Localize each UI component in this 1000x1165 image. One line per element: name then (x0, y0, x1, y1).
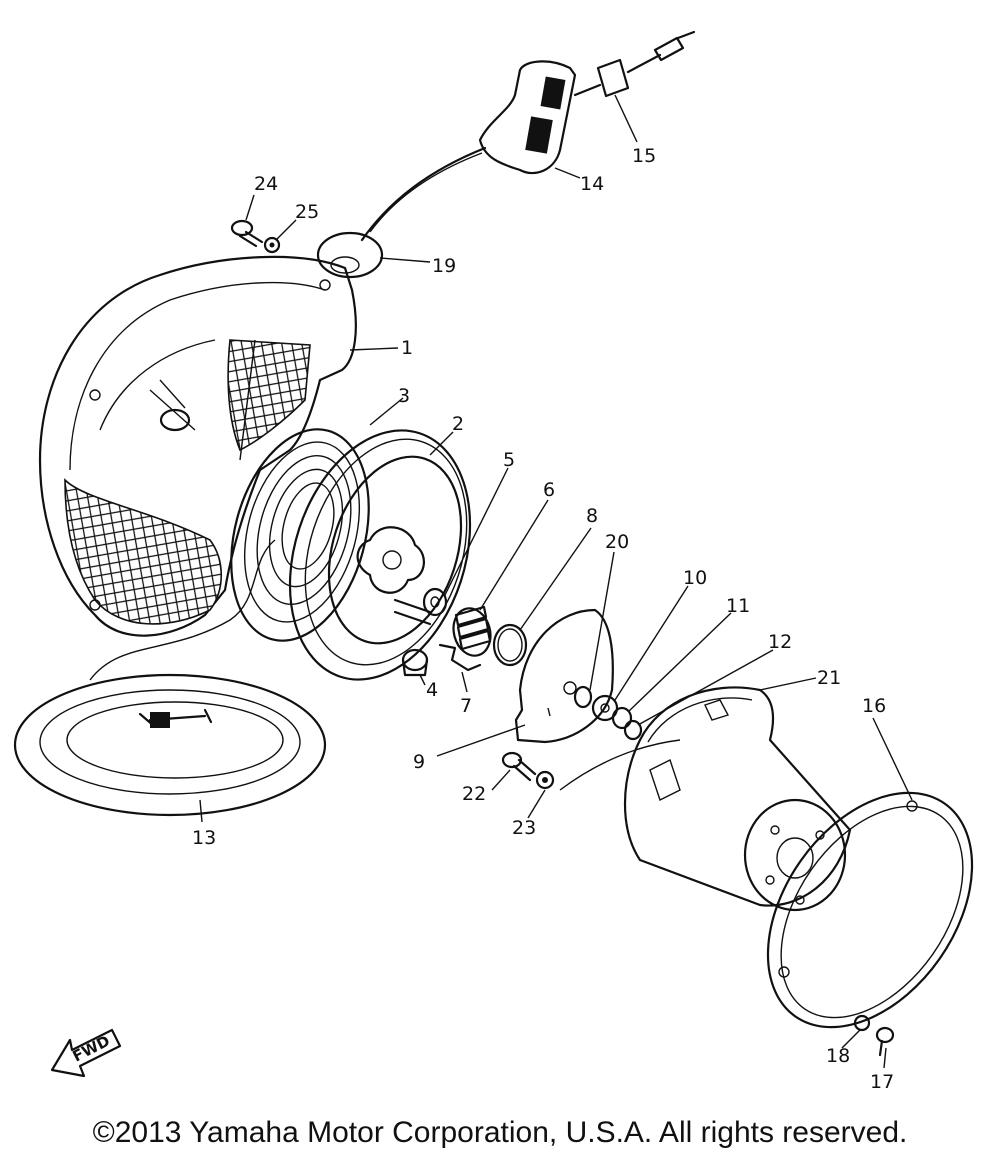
callout-25: 25 (295, 201, 319, 223)
sheave-drum (288, 429, 472, 681)
callout-20: 20 (605, 531, 629, 553)
spring-clip-7 (438, 643, 482, 672)
callout-18: 18 (826, 1045, 850, 1067)
cover-ring (766, 791, 974, 1029)
callout-labels: 1 2 3 4 5 6 7 8 9 10 11 12 13 14 15 16 1… (192, 145, 894, 1093)
washer-10 (591, 694, 619, 722)
callout-1: 1 (401, 337, 413, 359)
washer-12 (623, 719, 643, 741)
pawl (401, 648, 429, 677)
o-ring-8 (492, 623, 528, 667)
drive-plate (514, 608, 614, 744)
callout-10: 10 (683, 567, 707, 589)
starter-cord-coil (13, 539, 327, 817)
exploded-parts-diagram: 1 2 3 4 5 6 7 8 9 10 11 12 13 14 15 16 1… (13, 30, 974, 1093)
leader-lines (199, 94, 913, 1069)
callout-22: 22 (462, 783, 486, 805)
callout-14: 14 (580, 173, 604, 195)
bolt-24 (230, 219, 264, 248)
callout-6: 6 (543, 479, 555, 501)
callout-8: 8 (586, 505, 598, 527)
callout-5: 5 (503, 449, 515, 471)
washer-5 (422, 587, 448, 617)
grommet-19 (316, 231, 384, 279)
callout-11: 11 (726, 595, 750, 617)
copyright-notice: ©2013 Yamaha Motor Corporation, U.S.A. A… (92, 1116, 908, 1149)
washer-18 (853, 1014, 871, 1032)
callout-23: 23 (512, 817, 536, 839)
callout-15: 15 (632, 145, 656, 167)
handle-holder-15 (573, 30, 696, 98)
callout-17: 17 (870, 1071, 894, 1093)
washer-23 (535, 770, 555, 790)
starter-case (559, 686, 852, 912)
callout-9: 9 (413, 751, 425, 773)
callout-3: 3 (398, 385, 410, 407)
washer-20 (573, 685, 593, 709)
callout-4: 4 (426, 679, 438, 701)
callout-7: 7 (460, 695, 472, 717)
callout-12: 12 (768, 631, 792, 653)
washer-25 (263, 236, 281, 254)
starter-cord (360, 146, 487, 242)
callout-19: 19 (432, 255, 456, 277)
callout-13: 13 (192, 827, 216, 849)
callout-16: 16 (862, 695, 886, 717)
callout-2: 2 (452, 413, 464, 435)
screw-17 (875, 1026, 895, 1057)
starter-handle-14 (478, 60, 577, 175)
fwd-arrow-icon: FWD (50, 1028, 122, 1078)
bolt-22 (501, 751, 537, 782)
callout-21: 21 (817, 667, 841, 689)
nut-11 (611, 706, 633, 730)
starter-housing (38, 255, 357, 637)
callout-24: 24 (254, 173, 278, 195)
spring-6 (452, 605, 492, 657)
